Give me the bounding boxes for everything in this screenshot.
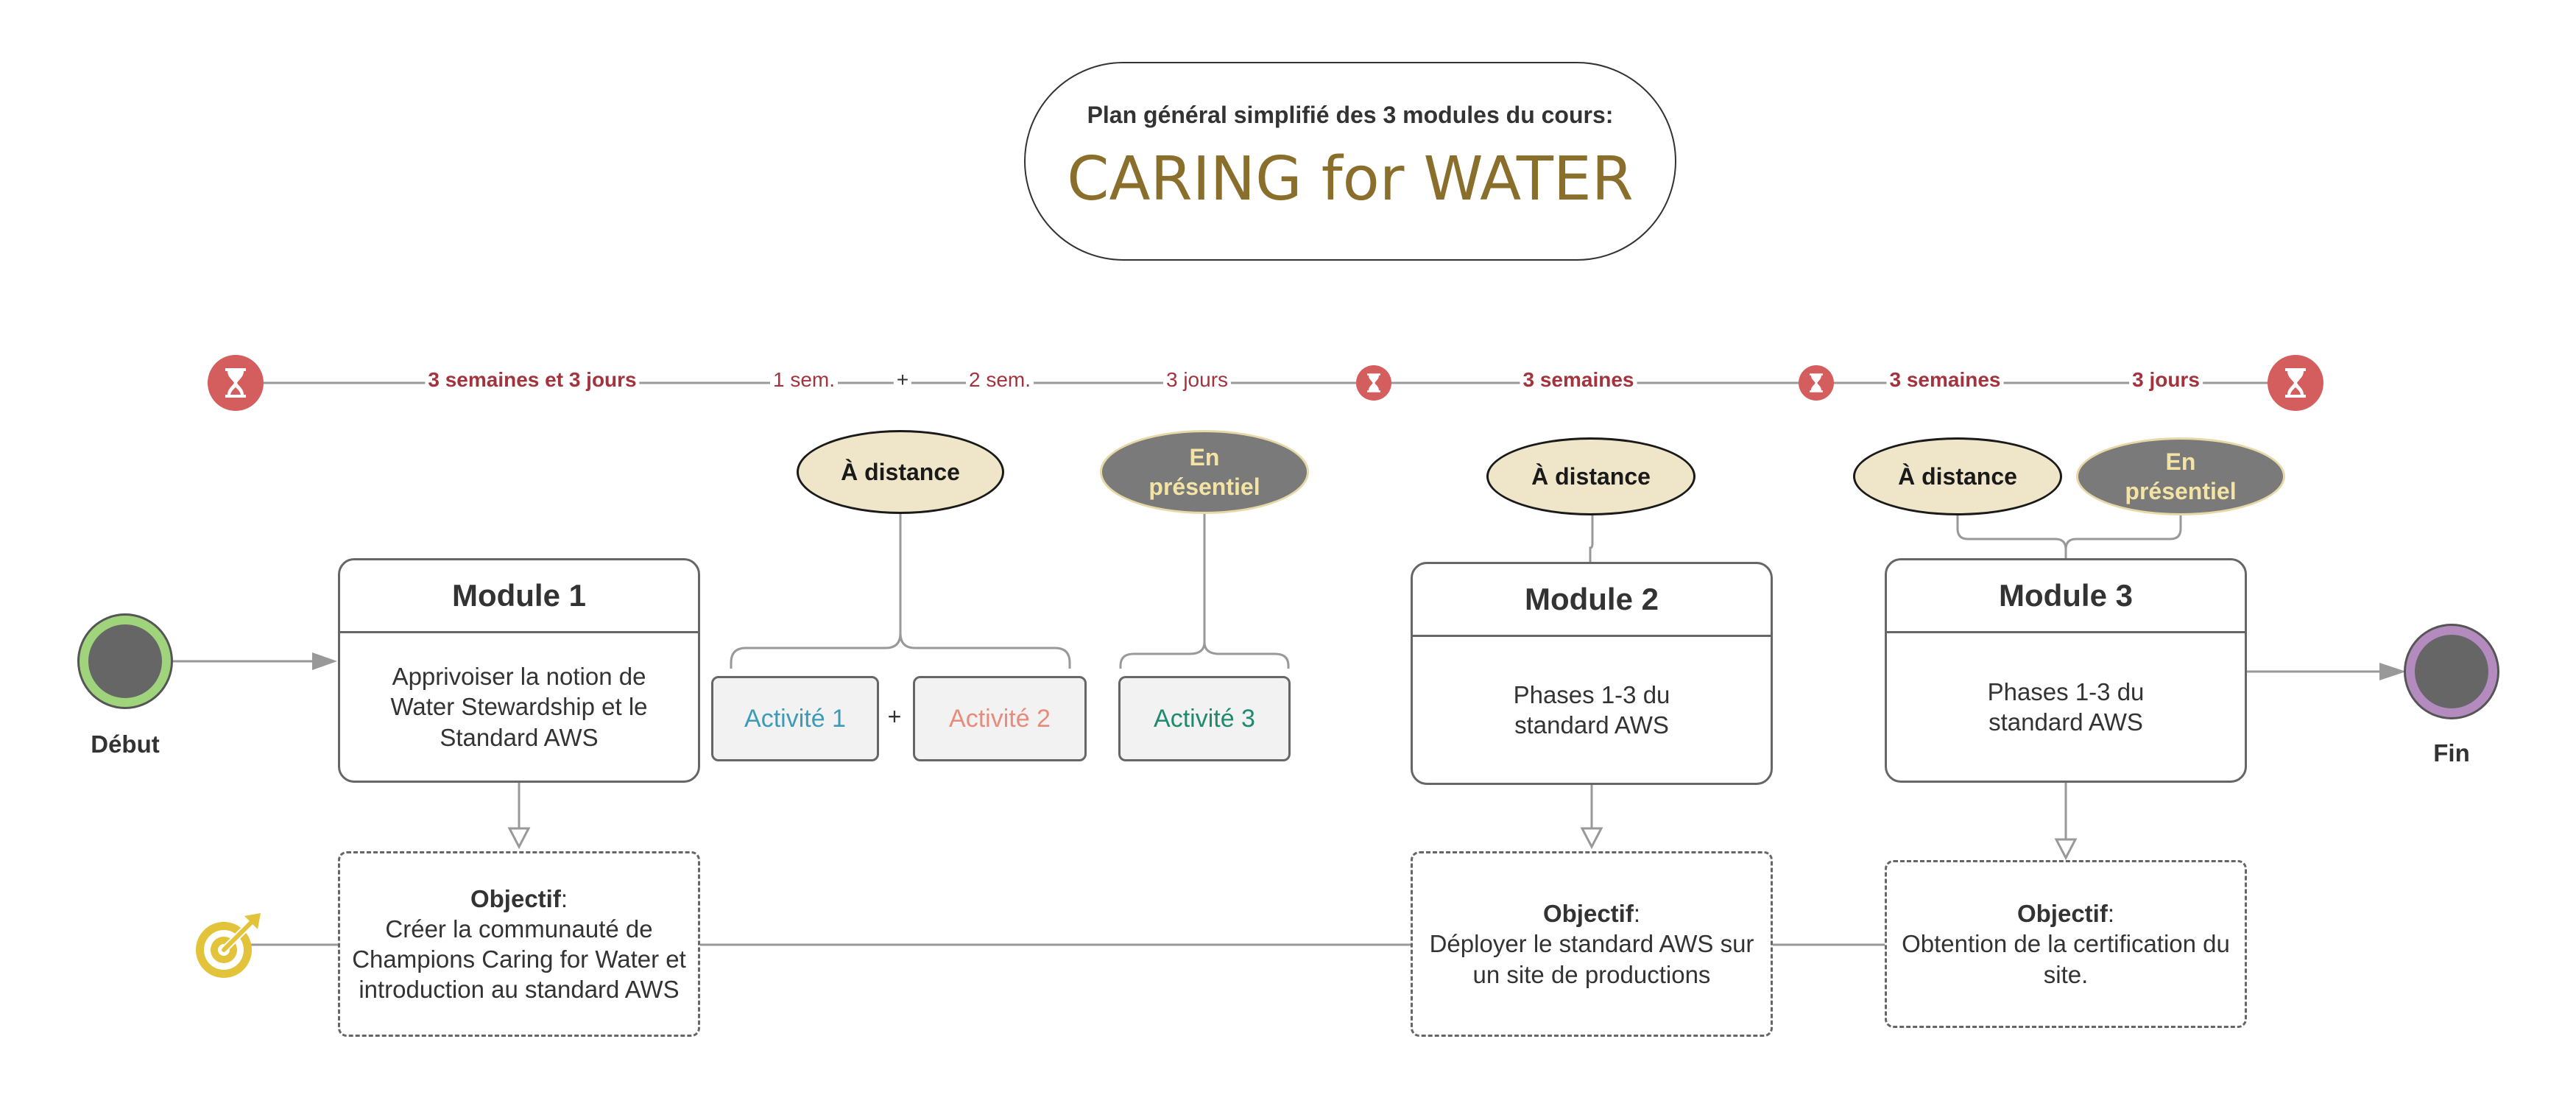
hourglass-icon (208, 355, 264, 411)
timeline-duration-label: 3 semaines (1886, 370, 2004, 390)
objective-label: Objectif (470, 884, 561, 912)
timeline-duration-label: 3 semaines (1520, 370, 1637, 390)
activity-plus-sign: + (887, 703, 902, 730)
objective-text: Créer la communauté de Champions Caring … (352, 915, 686, 1004)
objective-text: Déployer le standard AWS sur un site de … (1429, 930, 1754, 988)
activity-box[interactable]: Activité 3 (1118, 676, 1291, 761)
diagram-subtitle: Plan général simplifié des 3 modules du … (1087, 102, 1614, 128)
timeline-duration-label: 3 jours (2129, 370, 2203, 390)
module-description: Apprivoiser la notion de Water Stewardsh… (390, 663, 648, 751)
timeline-plus-label: + (893, 370, 912, 390)
hourglass-icon (1356, 365, 1391, 401)
activity-label: Activité 1 (744, 704, 846, 733)
activity-box[interactable]: Activité 1 (711, 676, 879, 761)
onsite-mode-badge: En présentiel (1100, 430, 1309, 514)
activity-label: Activité 2 (949, 704, 1051, 733)
remote-brace-module1 (730, 514, 1071, 669)
onsite-mode-badge: En présentiel (2076, 437, 2285, 515)
timeline-duration-label: 3 jours (1162, 370, 1232, 390)
remote-connector-module2 (1589, 515, 1594, 564)
end-label: Fin (2433, 739, 2470, 767)
objective-label: Objectif (2016, 900, 2108, 928)
timeline-duration-label: 2 sem. (965, 370, 1034, 390)
module-description: Phases 1-3 du standard AWS (1513, 680, 1670, 739)
module2-objective-arrowhead (1580, 827, 1603, 850)
diagram-title: CARING for WATER (1067, 144, 1634, 214)
module-card[interactable]: Module 2 Phases 1-3 du standard AWS (1411, 562, 1773, 785)
objective-label: Objectif (1542, 900, 1634, 928)
objective-box: Objectif:Obtention de la certification d… (1885, 860, 2247, 1028)
objective-box: Objectif:Déployer le standard AWS sur un… (1411, 851, 1773, 1037)
start-label: Début (91, 730, 160, 758)
activity-label: Activité 3 (1154, 704, 1255, 733)
remote-mode-badge: À distance (1853, 437, 2062, 515)
module-card[interactable]: Module 3 Phases 1-3 du standard AWS (1885, 558, 2247, 783)
module3-mode-brace (1956, 515, 2182, 561)
module3-objective-arrowhead (2054, 838, 2078, 861)
module-title: Module 1 (340, 560, 698, 633)
remote-mode-badge: À distance (1486, 437, 1695, 515)
objective-text: Obtention de la certification du site. (1902, 930, 2230, 988)
module-title: Module 2 (1413, 564, 1771, 637)
end-event-node (2406, 626, 2497, 717)
hourglass-icon (2268, 355, 2323, 411)
title-card: Plan général simplifié des 3 modules du … (1024, 62, 1676, 261)
start-arrowhead (312, 652, 337, 670)
target-icon (193, 910, 264, 981)
hourglass-icon (1799, 365, 1834, 401)
end-arrowhead (2379, 663, 2406, 680)
onsite-brace-module1 (1119, 514, 1290, 669)
activity-box[interactable]: Activité 2 (913, 676, 1087, 761)
timeline-duration-label: 1 sem. (769, 370, 839, 390)
module-description: Phases 1-3 du standard AWS (1987, 677, 2145, 736)
module-card[interactable]: Module 1 Apprivoiser la notion de Water … (338, 558, 700, 783)
objective-box: Objectif:Créer la communauté de Champion… (338, 851, 700, 1037)
module1-objective-arrowhead (507, 827, 531, 850)
timeline-duration-label: 3 semaines et 3 jours (425, 370, 640, 390)
remote-mode-badge: À distance (797, 430, 1004, 514)
module-title: Module 3 (1887, 560, 2245, 633)
start-event-node (80, 616, 171, 707)
